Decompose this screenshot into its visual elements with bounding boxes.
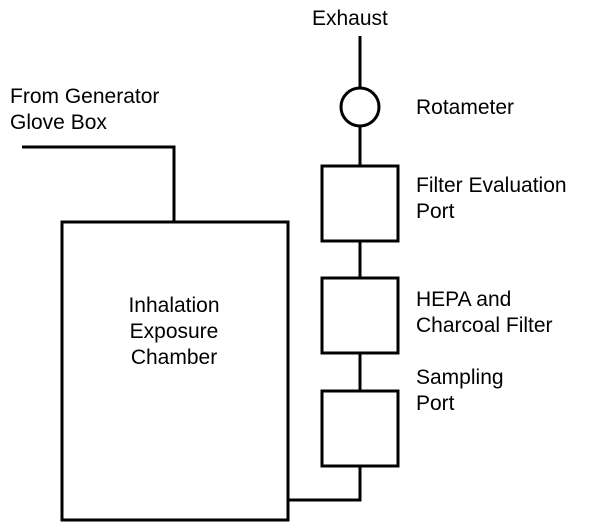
filter-evaluation-label: Filter Evaluation Port — [416, 173, 567, 225]
hepa-filter-label: HEPA and Charcoal Filter — [416, 287, 553, 339]
sampling-port-box — [320, 389, 400, 468]
rotameter-circle — [339, 86, 381, 128]
sampling-port-label: Sampling Port — [416, 365, 504, 417]
rotameter-label-text: Rotameter — [416, 96, 515, 119]
chamber-label-line1: Inhalation — [128, 294, 220, 317]
chamber-label-line2: Exposure — [129, 320, 219, 343]
rotameter-label: Rotameter — [416, 95, 514, 121]
exhaust-label: Exhaust — [312, 6, 388, 32]
filter-evaluation-label-line1: Filter Evaluation — [416, 174, 567, 197]
hepa-filter-label-line1: HEPA and — [416, 288, 512, 311]
inlet-pipe — [22, 145, 176, 222]
exhaust-label-text: Exhaust — [312, 7, 388, 30]
exposure-chamber-box — [60, 220, 290, 522]
hepa-filter-label-line2: Charcoal Filter — [416, 314, 553, 337]
sampling-port-label-line1: Sampling — [416, 366, 504, 389]
source-label-line2: Glove Box — [10, 111, 107, 134]
hepa-charcoal-filter-box — [320, 276, 400, 355]
sampling-port-label-line2: Port — [416, 392, 455, 415]
filter-evaluation-port-box — [320, 164, 400, 243]
outlet-pipe — [288, 466, 362, 502]
source-label: From Generator Glove Box — [10, 84, 159, 136]
filter-evaluation-label-line2: Port — [416, 200, 455, 223]
chamber-label: Inhalation Exposure Chamber — [64, 293, 284, 371]
chamber-label-line3: Chamber — [130, 346, 218, 369]
source-label-line1: From Generator — [10, 85, 160, 108]
